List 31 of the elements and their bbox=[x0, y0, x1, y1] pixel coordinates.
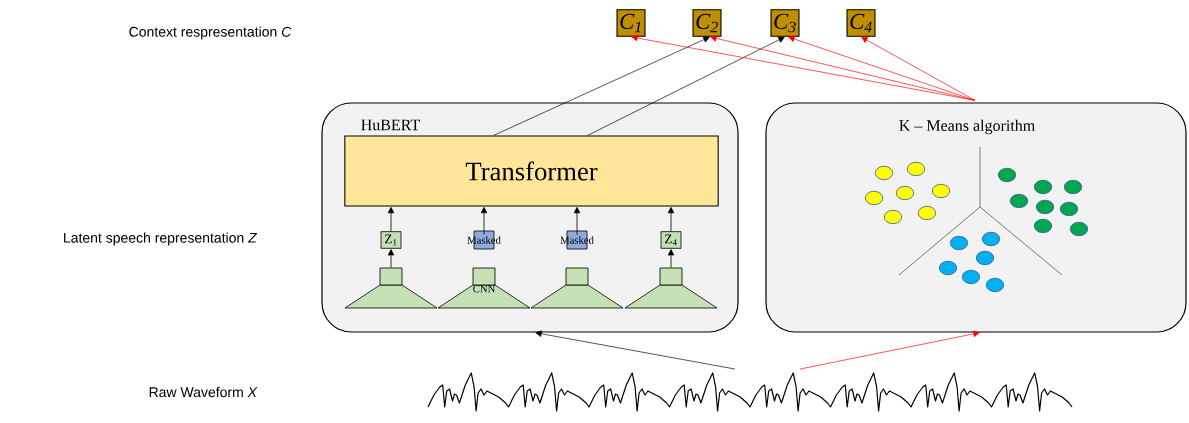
axis-label: Latent speech representation Z bbox=[64, 232, 258, 246]
latent-box: Z$_{1}$ bbox=[380, 231, 402, 249]
transformer-box: Transformer bbox=[344, 135, 719, 207]
arrow bbox=[535, 330, 736, 370]
arrow bbox=[667, 207, 675, 232]
context-box: C$_{4}$ bbox=[846, 9, 876, 37]
arrow bbox=[799, 330, 980, 370]
arrow bbox=[480, 207, 488, 236]
arrow bbox=[631, 34, 976, 101]
axis-label: Raw Waveform X bbox=[149, 386, 258, 398]
context-box: C$_{2}$ bbox=[692, 9, 722, 37]
rounded-panel: K – Means algorithm bbox=[765, 102, 1187, 333]
arrow bbox=[861, 36, 976, 101]
arrow bbox=[667, 249, 675, 269]
cnn-encoder bbox=[344, 267, 438, 309]
arrow bbox=[387, 249, 395, 269]
masked-box: Masked bbox=[560, 230, 594, 250]
arrow bbox=[587, 36, 785, 136]
context-box: C$_{3}$ bbox=[770, 9, 800, 37]
waveform-drawing bbox=[427, 372, 1073, 412]
arrow bbox=[493, 36, 710, 136]
arrow bbox=[387, 207, 395, 232]
arrow bbox=[573, 207, 581, 236]
cnn-encoder bbox=[530, 267, 624, 309]
axis-label: Context respresentation C bbox=[129, 26, 292, 40]
cnn-encoder: CNN bbox=[437, 267, 531, 309]
latent-box: Z$_{4}$ bbox=[660, 231, 682, 249]
arrow bbox=[788, 35, 976, 101]
context-box: C$_{1}$ bbox=[616, 9, 646, 37]
cnn-encoder bbox=[624, 267, 718, 309]
masked-box: Masked bbox=[467, 230, 501, 250]
